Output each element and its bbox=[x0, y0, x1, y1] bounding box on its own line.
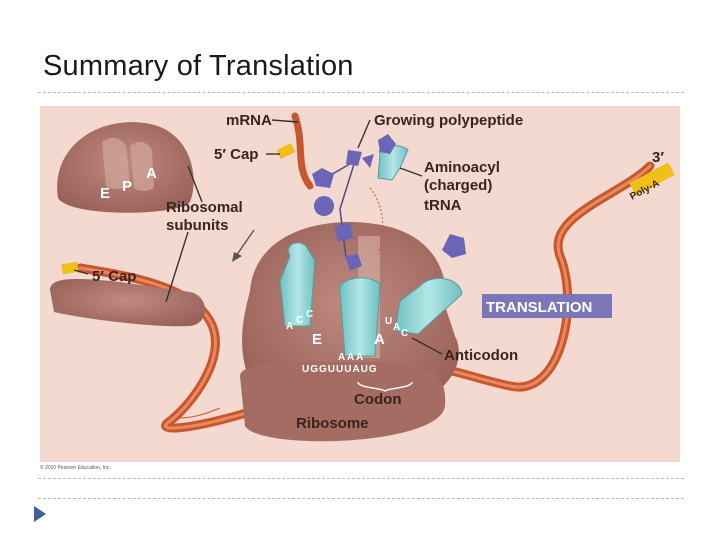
amino-acid bbox=[314, 196, 334, 216]
poly-a-tail bbox=[629, 162, 675, 196]
five-cap-top-marker bbox=[276, 143, 296, 159]
footer-divider-top bbox=[38, 478, 684, 479]
label-ribosome: Ribosome bbox=[296, 415, 369, 432]
title-divider bbox=[38, 92, 684, 93]
label-growing-polypeptide: Growing polypeptide bbox=[374, 112, 523, 129]
site-e-label-small: E bbox=[100, 185, 110, 202]
anticodon-p-1: A bbox=[338, 352, 345, 363]
amino-acid bbox=[378, 134, 396, 154]
trna-p-site bbox=[339, 277, 381, 357]
small-subunit bbox=[57, 122, 194, 213]
trna-a-site bbox=[394, 278, 463, 335]
label-anticodon: Anticodon bbox=[444, 347, 518, 364]
anticodon-a-3: C bbox=[401, 328, 408, 339]
anticodon-a-2: A bbox=[393, 322, 400, 333]
mrna-direction-arrow bbox=[179, 407, 221, 419]
anticodon-e-3: C bbox=[306, 309, 313, 320]
leader-aminoacyl-trna bbox=[399, 167, 423, 177]
translation-banner bbox=[482, 294, 612, 318]
label-aminoacyl: Aminoacyl bbox=[424, 159, 500, 176]
leader-ribosomal-small bbox=[187, 165, 203, 203]
label-trna: tRNA bbox=[424, 197, 462, 214]
site-p-label-small: P bbox=[122, 178, 132, 195]
translation-diagram: E P A bbox=[40, 106, 680, 462]
assembly-arrowhead bbox=[232, 252, 242, 262]
amino-acid bbox=[346, 150, 362, 166]
five-cap-left-marker bbox=[61, 261, 79, 275]
label-three-prime: 3′ bbox=[652, 149, 664, 166]
label-charged: (charged) bbox=[424, 177, 492, 194]
label-five-cap-left: 5′ Cap bbox=[92, 268, 136, 285]
slide-title: Summary of Translation bbox=[43, 50, 354, 82]
label-subunits: subunits bbox=[166, 217, 229, 234]
footer-divider-bottom bbox=[38, 498, 684, 499]
translation-banner-label: TRANSLATION bbox=[486, 299, 592, 316]
codon-bracket bbox=[357, 381, 413, 392]
site-e-label: E bbox=[312, 331, 322, 348]
leader-five-cap-left bbox=[73, 269, 89, 275]
codon-sequence: UGGUUUAUG bbox=[302, 364, 378, 375]
trna-e-site bbox=[279, 242, 316, 327]
anticodon-e-1: A bbox=[286, 321, 293, 332]
leader-mrna bbox=[271, 119, 299, 123]
large-subunit-left bbox=[50, 279, 205, 327]
site-a-label: A bbox=[374, 331, 385, 348]
label-mrna: mRNA bbox=[226, 112, 272, 129]
bullet-arrow-icon bbox=[34, 506, 46, 522]
leader-polypeptide bbox=[357, 119, 371, 149]
leader-ribosomal-large bbox=[165, 231, 189, 303]
anticodon-p-3: A bbox=[356, 352, 363, 363]
label-codon: Codon bbox=[354, 391, 401, 408]
amino-acid bbox=[345, 254, 362, 271]
amino-acid bbox=[362, 154, 374, 168]
amino-acid bbox=[442, 234, 466, 258]
assembly-arrow bbox=[235, 229, 255, 257]
label-five-cap-top: 5′ Cap bbox=[214, 146, 258, 163]
amino-acid bbox=[312, 168, 334, 188]
anticodon-p-2: A bbox=[347, 352, 354, 363]
anticodon-e-2: C bbox=[296, 315, 303, 326]
leader-anticodon bbox=[411, 337, 443, 355]
polypeptide-chain bbox=[312, 134, 466, 271]
copyright-notice: © 2010 Pearson Education, Inc. bbox=[40, 465, 111, 471]
site-a-label-small: A bbox=[146, 165, 157, 182]
label-ribosomal: Ribosomal bbox=[166, 199, 243, 216]
anticodon-a-1: U bbox=[385, 316, 392, 327]
amino-acid bbox=[334, 222, 354, 242]
